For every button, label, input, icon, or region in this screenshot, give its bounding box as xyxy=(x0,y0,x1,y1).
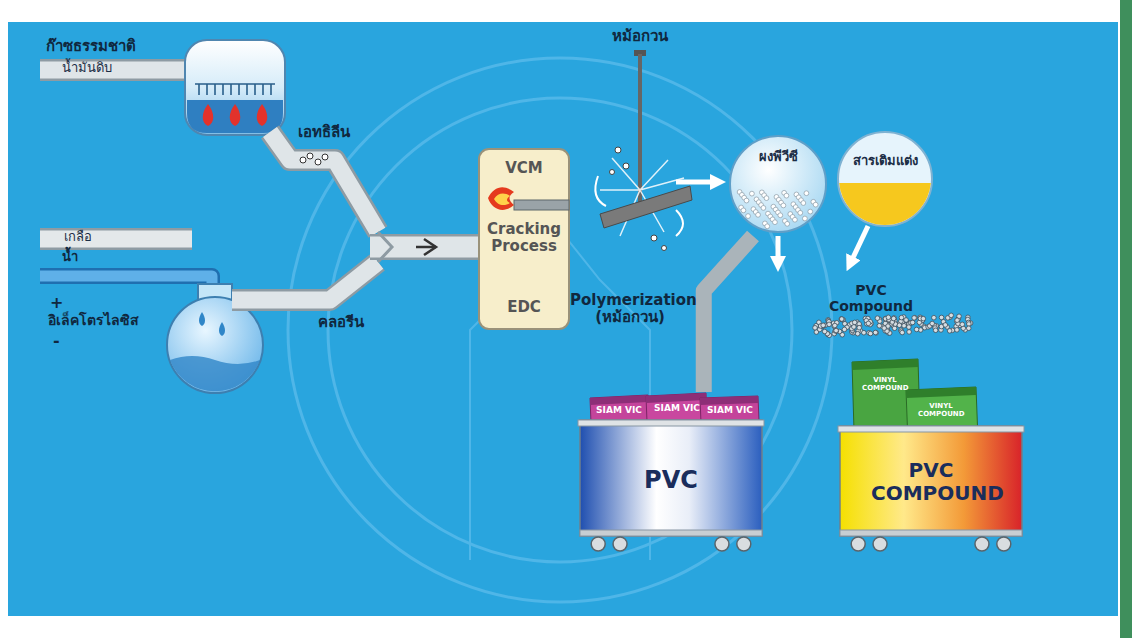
node-text: สารเติมแต่ง xyxy=(853,154,918,169)
granule xyxy=(839,317,844,322)
node-text: EDC xyxy=(507,299,541,316)
granule xyxy=(855,331,860,336)
granule xyxy=(813,325,818,330)
granule xyxy=(839,317,844,322)
product-label: PVC Compound xyxy=(826,282,916,314)
stream-label: คลอรีน xyxy=(318,314,364,331)
additive-flask-outline xyxy=(836,130,934,228)
granule xyxy=(842,327,847,332)
granule xyxy=(913,315,918,320)
granule xyxy=(874,331,879,336)
merge-pipe xyxy=(370,232,478,262)
node-text: PVC COMPOUND xyxy=(871,459,991,505)
granule xyxy=(897,323,902,328)
granule xyxy=(857,325,862,330)
granule xyxy=(891,316,896,321)
granule xyxy=(904,318,909,323)
granule xyxy=(877,323,882,328)
granule xyxy=(900,330,905,335)
granule xyxy=(955,318,960,323)
granule xyxy=(955,328,960,333)
stream-label: เอทธิลีน xyxy=(298,124,350,141)
bag-label: SIAM VIC xyxy=(702,405,758,415)
compound-granules xyxy=(813,313,973,338)
granule xyxy=(912,316,917,321)
watermark-seal xyxy=(288,58,832,602)
granule xyxy=(833,329,838,334)
granule xyxy=(840,317,845,322)
background-panel xyxy=(8,0,1132,638)
granule xyxy=(821,323,826,328)
granule xyxy=(821,323,826,328)
granule xyxy=(910,320,915,325)
granule xyxy=(852,325,857,330)
bag-label: SIAM VIC xyxy=(591,405,647,415)
ethylene-pipe xyxy=(270,132,378,232)
salt-pipe xyxy=(40,239,192,240)
granule xyxy=(932,315,937,320)
input-label: ก๊าซธรรมชาติ xyxy=(46,38,136,55)
bag-label: VINYL COMPOUND xyxy=(918,402,964,418)
pvc-bin: PVC xyxy=(580,392,762,552)
process-label: Polymerization (หม้อกวน) xyxy=(570,292,690,327)
node-text: Cracking Process xyxy=(482,221,566,256)
cracker-tank xyxy=(185,40,285,135)
input-label: น้ำ xyxy=(62,250,78,265)
granule xyxy=(834,328,839,333)
granule xyxy=(902,323,907,328)
granule xyxy=(899,315,904,320)
bag-label: SIAM VIC xyxy=(649,403,705,413)
granule xyxy=(930,321,935,326)
granule xyxy=(827,322,832,327)
granule xyxy=(873,330,878,335)
pipe-connector xyxy=(704,236,753,392)
granule xyxy=(947,329,952,334)
chlorine-pipe xyxy=(232,262,378,300)
granule xyxy=(966,326,971,331)
powder-flask-outline xyxy=(728,132,828,236)
granule xyxy=(868,331,873,336)
node-text: ผงพีวีซี xyxy=(759,150,798,165)
process-label: อิเล็คโตรไลซิส xyxy=(48,312,139,328)
granule xyxy=(822,329,827,334)
granule xyxy=(886,315,891,320)
bag-label: VINYL COMPOUND xyxy=(862,376,908,392)
granule xyxy=(834,328,839,333)
granule xyxy=(943,323,948,328)
water-pipe xyxy=(40,276,212,290)
granule xyxy=(833,323,838,328)
granule xyxy=(866,321,871,326)
granule xyxy=(907,325,912,330)
granule xyxy=(914,327,919,332)
electrode-sign: - xyxy=(53,332,60,350)
pipe-label: น้ำมันดิบ xyxy=(62,61,112,76)
granule xyxy=(960,322,965,327)
electrode-sign: + xyxy=(50,294,63,312)
powder-flask: ผงพีวีซี xyxy=(728,132,828,236)
node-text: PVC xyxy=(644,467,698,495)
granule xyxy=(892,316,897,321)
granule xyxy=(852,320,857,325)
cracking-box: VCM Cracking ProcessEDC xyxy=(478,148,570,330)
stirrer xyxy=(595,50,692,251)
granule xyxy=(875,316,880,321)
equipment-label: หม้อกวน xyxy=(612,28,668,45)
granule xyxy=(907,330,912,335)
granule xyxy=(862,330,867,335)
node-text: VCM xyxy=(505,160,543,177)
granule xyxy=(939,315,944,320)
pipe-label: เกลือ xyxy=(64,230,92,245)
granule xyxy=(949,313,954,318)
compound-bin: PVC COMPOUND xyxy=(840,420,1022,552)
granule xyxy=(882,326,887,331)
additive-flask: สารเติมแต่ง xyxy=(836,130,934,228)
granule xyxy=(933,328,938,333)
granule xyxy=(921,316,926,321)
